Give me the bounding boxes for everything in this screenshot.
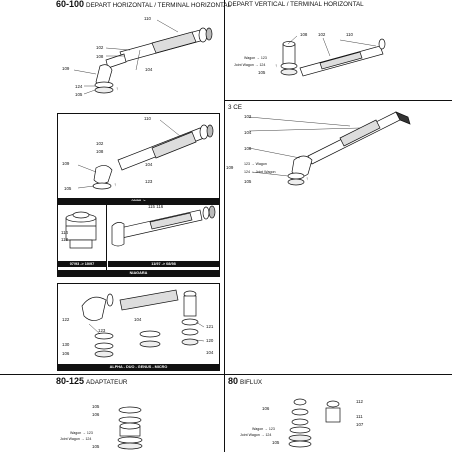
- p8-label-105: 105: [272, 440, 280, 445]
- panel5-left-block: [65, 211, 97, 249]
- box-a-frame: [57, 113, 220, 205]
- p6-label-121: 121: [206, 324, 214, 329]
- p7-label-105: 105: [92, 404, 100, 409]
- panel1-flue: [94, 27, 213, 94]
- panel7-adapter: [117, 406, 143, 450]
- p1-label-102: 102: [96, 45, 104, 50]
- p6-label-104b: 104: [206, 350, 214, 355]
- p6-label-122: 122: [62, 317, 70, 322]
- p2-label-105: 105: [258, 70, 266, 75]
- divider-left-bottom: [0, 374, 224, 375]
- section-title-vertical: DEPART VERTICAL / TERMINAL HORIZONTAL: [228, 1, 364, 8]
- box-c-frame: [57, 283, 220, 371]
- divider-right-top: [225, 100, 452, 101]
- p2-label-102: 102: [318, 32, 326, 37]
- p8-label-111: 111: [356, 414, 363, 419]
- p7-label-joint-wagon: Joint Wagon → 124: [60, 437, 92, 441]
- p1-label-109: 109: [62, 66, 70, 71]
- p6-label-104: 104: [134, 317, 142, 322]
- p3-label-102: 102: [244, 114, 252, 119]
- p4-label-105: 105: [64, 186, 72, 191]
- p3-label-109: 109: [226, 165, 234, 170]
- p3-label-104: 104: [244, 130, 252, 135]
- section-title-3ce: 3 CE: [228, 104, 242, 111]
- p8-label-joint-wagon: Joint Wagon → 124: [240, 433, 272, 437]
- p5-label-114: 114: [61, 230, 68, 235]
- p2-label-108: 108: [300, 32, 308, 37]
- p6-label-120: 120: [206, 338, 214, 343]
- p4-label-104: 104: [145, 162, 153, 167]
- p7-label-105b: 105: [92, 444, 100, 449]
- p4-label-110: 110: [144, 116, 151, 121]
- p3-label-wagon: 123 → Wagon: [244, 162, 267, 166]
- panel2-flue: [280, 38, 386, 77]
- box-c-caption: ALPHA - DUO - GENUS - MICRO: [58, 364, 219, 370]
- box-b-left-caption: 07/93 -> 10/97: [58, 261, 106, 267]
- p5-label-115-116: 115 116: [148, 204, 164, 209]
- p8-label-112: 112: [356, 399, 363, 404]
- p6-label-130: 130: [62, 342, 70, 347]
- p3-label-108: 108: [244, 146, 252, 151]
- p8-label-wagon: Wagon → 123: [252, 427, 275, 431]
- panel3-flue: [287, 111, 411, 186]
- p3-arrow: ↑: [306, 176, 309, 181]
- panel6-parts: [81, 289, 199, 358]
- p1-label-124: 124: [75, 84, 83, 89]
- p1-label-105: 105: [75, 92, 83, 97]
- p5-label-113: 113: [61, 237, 68, 242]
- p2-label-joint-wagon: Joint Wagon → 124: [234, 63, 266, 67]
- p2-arrow: ↑: [275, 63, 278, 68]
- box-b-left-frame: [57, 201, 107, 277]
- p7-label-wagon: Wagon → 123: [70, 431, 93, 435]
- p1-label-104: 104: [145, 67, 153, 72]
- p1-arrow: ↑: [116, 86, 119, 91]
- p6-label-106: 106: [62, 351, 70, 356]
- box-b-right-caption: 11/97 -> 08/98: [108, 261, 219, 267]
- p2-label-110: 110: [346, 32, 353, 37]
- panel5-right-flue: [111, 205, 216, 247]
- p4-arrow: ↑: [114, 182, 117, 187]
- vertical-divider: [224, 0, 225, 452]
- panel8-biflux: [288, 398, 341, 448]
- leader-lines: [73, 19, 377, 342]
- p4-label-108: 108: [96, 149, 104, 154]
- p4-label-123: 123: [145, 179, 153, 184]
- p3-label-105: 105: [244, 179, 252, 184]
- box-b-bar: NIAGARA: [58, 270, 219, 276]
- p1-label-108: 108: [96, 54, 104, 59]
- p7-label-106: 106: [92, 412, 100, 417]
- p8-label-107: 107: [356, 422, 364, 427]
- p8-label-106: 106: [262, 406, 270, 411]
- p2-label-wagon: Wagon → 123: [244, 56, 267, 60]
- p4-label-109: 109: [62, 161, 70, 166]
- p1-label-110: 110: [144, 16, 151, 21]
- divider-right-bottom: [225, 374, 452, 375]
- panel4-flue: [92, 124, 214, 190]
- p3-label-joint-wagon: 124 → Joint Wagon: [244, 170, 276, 174]
- p6-label-123: 123: [98, 328, 106, 333]
- p4-label-102: 102: [96, 141, 104, 146]
